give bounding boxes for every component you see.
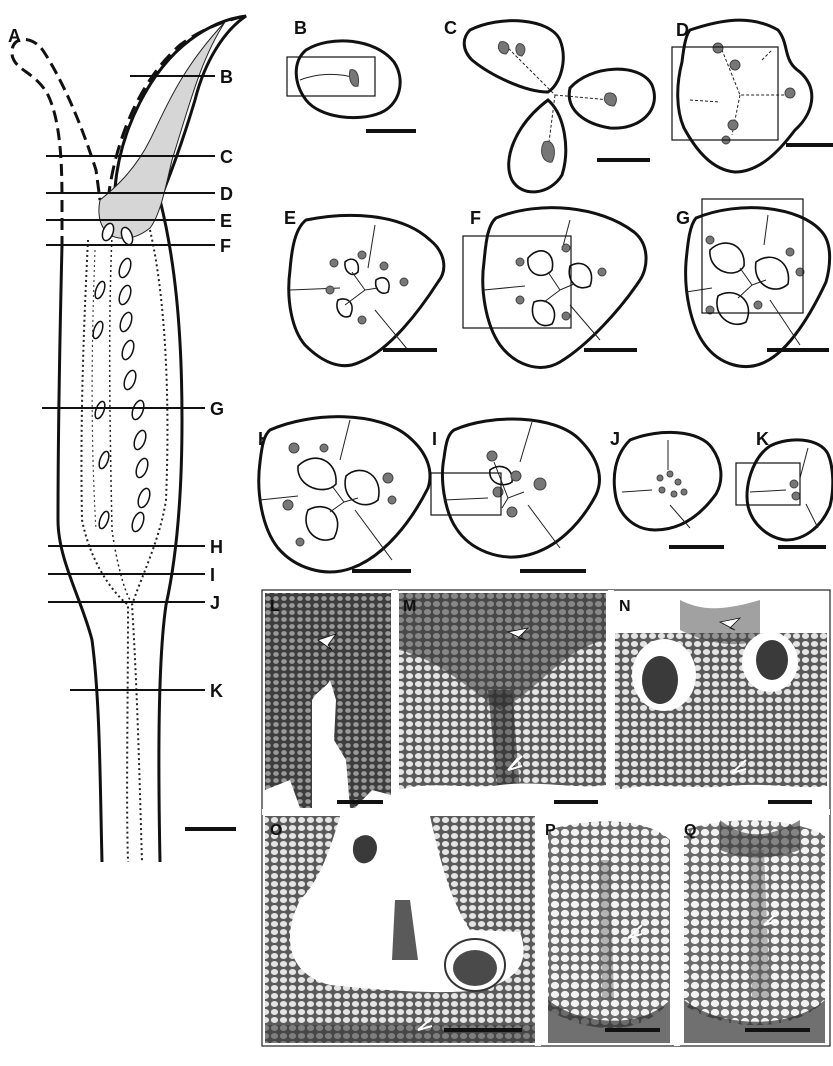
ovule-j6	[681, 489, 687, 495]
micrograph-n	[615, 593, 827, 808]
panel-d: D	[672, 20, 833, 172]
section-outline-e	[289, 215, 444, 365]
micrograph-m	[399, 593, 606, 808]
panel-i: I	[431, 419, 599, 571]
ovule-k1	[790, 480, 798, 488]
cut-label-e: E	[220, 211, 232, 231]
ovule-j4	[659, 487, 665, 493]
panel-e: E	[284, 208, 444, 366]
micrograph-p	[541, 816, 674, 1043]
panel-g: G	[676, 199, 830, 367]
ovule-i3	[534, 478, 546, 490]
locule-e1	[345, 259, 358, 274]
cut-label-f: F	[220, 236, 231, 256]
panel-label-k: K	[756, 429, 769, 449]
carpel-c3	[509, 100, 566, 192]
cut-label-j: J	[210, 593, 220, 613]
panel-c: C	[444, 18, 654, 192]
ovule-j1	[657, 475, 663, 481]
panel-label-f: F	[470, 208, 481, 228]
ovule-d2	[730, 60, 740, 70]
ovule-h2	[320, 444, 328, 452]
ovule-h1	[289, 443, 299, 453]
section-outline-k	[747, 440, 833, 540]
ovule-h6	[296, 538, 304, 546]
ovule-g5	[754, 301, 762, 309]
ovule-k2	[792, 492, 800, 500]
cut-label-k: K	[210, 681, 223, 701]
ovule-f1	[516, 258, 524, 266]
panel-k: K	[736, 429, 833, 547]
panel-b: B	[287, 18, 416, 131]
dashed-outline	[12, 39, 100, 248]
cut-label-h: H	[210, 537, 223, 557]
stem-outline-right	[159, 200, 182, 862]
ovule-h3	[383, 473, 393, 483]
ovule-i1	[487, 451, 497, 461]
ovule-i5	[507, 507, 517, 517]
locule-f3	[532, 301, 554, 326]
section-outline-i	[443, 419, 600, 557]
cut-label-i: I	[210, 565, 215, 585]
ovule-d3	[785, 88, 795, 98]
ovule-f5	[562, 312, 570, 320]
panel-h: H	[258, 417, 430, 572]
panel-label-g: G	[676, 208, 690, 228]
ovule-e1	[330, 259, 338, 267]
ovule-f4	[516, 296, 524, 304]
panel-label-o: O	[270, 822, 282, 839]
panel-label-c: C	[444, 18, 457, 38]
dotted-line-1	[81, 240, 128, 862]
locule-e2	[376, 278, 389, 294]
panel-label-m: M	[403, 598, 416, 615]
ovule-j3	[675, 479, 681, 485]
panel-label-e: E	[284, 208, 296, 228]
panel-label-b: B	[294, 18, 307, 38]
ovule-j5	[671, 491, 677, 497]
micrograph-q	[680, 816, 827, 1043]
ovule-f2	[562, 244, 570, 252]
ovule-e6	[358, 316, 366, 324]
ovule-j2	[667, 471, 673, 477]
ovule-column	[91, 222, 152, 533]
panel-f: F	[463, 208, 646, 368]
ovule-d1	[713, 43, 723, 53]
ovule-c2	[516, 44, 525, 56]
ovule-e2	[358, 251, 366, 259]
panel-label-p: P	[545, 822, 556, 839]
ovule-h4	[388, 496, 396, 504]
micrograph-l	[265, 593, 391, 808]
ovule-i2	[511, 471, 521, 481]
panel-a-diagram: A	[8, 16, 246, 862]
ovule-e3	[380, 262, 388, 270]
carpel-c1	[464, 21, 563, 92]
ovule-e5	[326, 286, 334, 294]
ovule-g2	[786, 248, 794, 256]
ovule-d4	[728, 120, 738, 130]
panel-label-j: J	[610, 429, 620, 449]
panel-j: J	[610, 429, 724, 547]
panel-label-q: Q	[684, 822, 696, 839]
panel-label-l: L	[270, 598, 280, 615]
cut-label-g: G	[210, 399, 224, 419]
cut-label-d: D	[220, 184, 233, 204]
locule-f1	[528, 251, 553, 275]
ovule-f3	[598, 268, 606, 276]
panel-label-i: I	[432, 429, 437, 449]
panel-label-n: N	[619, 598, 631, 615]
section-outline-b	[296, 41, 400, 118]
cut-label-c: C	[220, 147, 233, 167]
ovule-g1	[706, 236, 714, 244]
ovule-h5	[283, 500, 293, 510]
section-outline-g	[686, 208, 830, 367]
ovule-e4	[400, 278, 408, 286]
micrograph-o	[265, 816, 535, 1043]
section-outline-h	[259, 417, 430, 572]
cut-label-b: B	[220, 67, 233, 87]
